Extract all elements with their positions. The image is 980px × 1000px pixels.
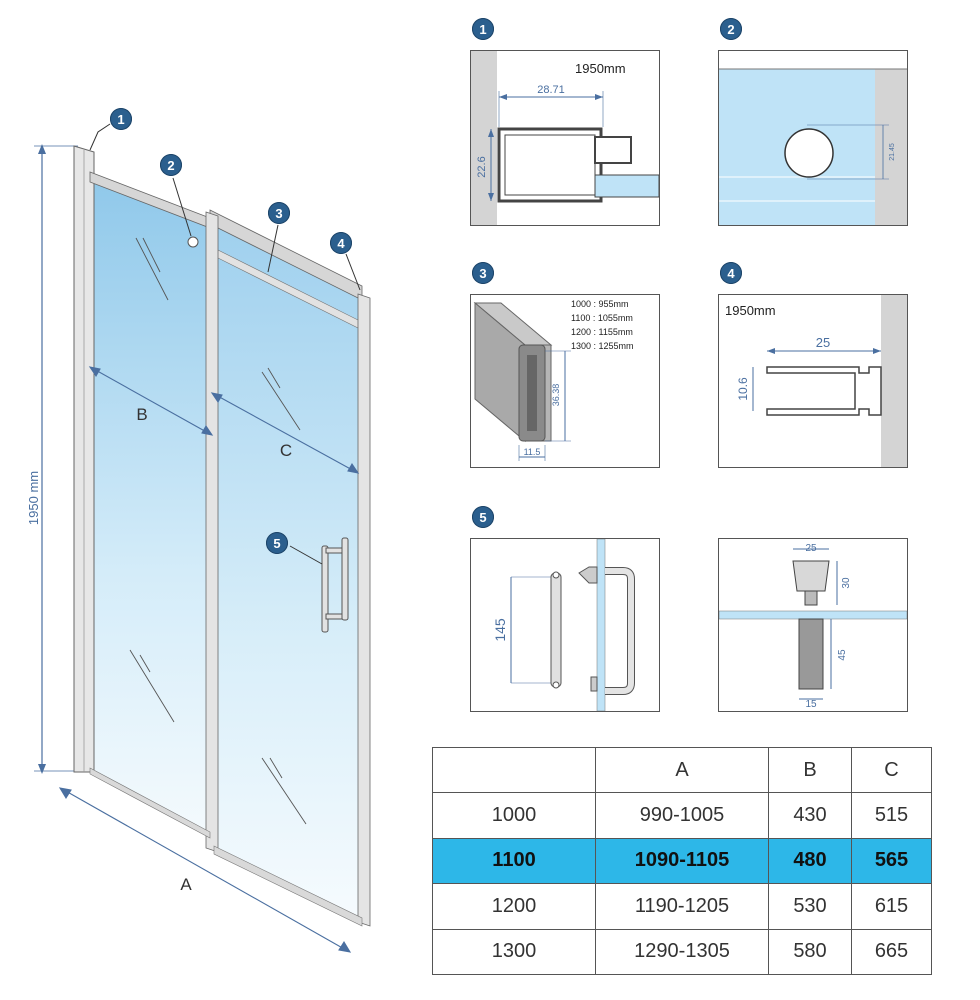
detail-5-handle-length: 145 <box>492 618 508 642</box>
detail-3-panel: 1000 : 955mm 1100 : 1055mm 1200 : 1155mm… <box>470 294 660 468</box>
badge-4-detail: 4 <box>720 262 742 284</box>
table-cell: 1200 <box>432 883 596 930</box>
table-cell: 1290-1305 <box>595 928 769 976</box>
detail-3-height: 36.38 <box>551 384 561 407</box>
a-dimension <box>58 787 352 953</box>
detail-3-row-3: 1200 : 1155mm <box>571 327 633 337</box>
table-cell: 515 <box>851 792 932 839</box>
table-row: 1300 1290-1305 580 665 <box>432 928 932 976</box>
table-cell: 990-1005 <box>595 792 769 839</box>
table-header-cell: B <box>768 746 852 794</box>
badge-2-detail: 2 <box>720 18 742 40</box>
table-cell: 1190-1205 <box>595 883 769 930</box>
badge-1-detail: 1 <box>472 18 494 40</box>
detail-4-panel: 1950mm 25 10.6 <box>718 294 908 468</box>
badge-3-main: 3 <box>268 202 290 224</box>
detail-3-row-4: 1300 : 1255mm <box>571 341 634 351</box>
label-b: B <box>136 405 147 424</box>
detail-3-row-2: 1100 : 1055mm <box>571 313 633 323</box>
detail-6-bottom-height: 45 <box>837 649 848 661</box>
roller-circle <box>784 128 834 178</box>
detail-3-row-1: 1000 : 955mm <box>571 299 629 309</box>
detail-6-top-height: 30 <box>841 577 852 589</box>
sliding-glass-panel <box>213 221 363 921</box>
detail-6-bottom-width: 15 <box>805 699 817 710</box>
table-row: 1200 1190-1205 530 615 <box>432 883 932 930</box>
detail-1-height-note: 1950mm <box>575 61 626 76</box>
door-handle <box>321 537 349 633</box>
roller-wheel <box>187 236 199 248</box>
table-cell: 615 <box>851 883 932 930</box>
table-row-highlighted: 1100 1090-1105 480 565 <box>432 837 932 885</box>
detail-2-panel: 21.45 <box>718 50 908 226</box>
table-cell: 1000 <box>432 792 596 839</box>
glass-reflections <box>129 237 307 825</box>
table-header-row: A B C <box>432 746 932 794</box>
leader-lines <box>89 123 361 565</box>
table-cell: 580 <box>768 928 852 976</box>
detail-6-top-width: 25 <box>805 543 817 554</box>
b-dimension <box>88 366 214 436</box>
table-header-cell: A <box>595 746 769 794</box>
right-profile <box>357 293 371 927</box>
badge-5-detail: 5 <box>472 506 494 528</box>
table-cell: 1100 <box>432 837 596 885</box>
label-a: A <box>180 875 192 894</box>
detail-4-height: 10.6 <box>736 377 750 401</box>
table-row: 1000 990-1005 430 515 <box>432 792 932 839</box>
badge-4-main: 4 <box>330 232 352 254</box>
table-cell: 530 <box>768 883 852 930</box>
size-table: A B C 1000 990-1005 430 515 1100 1090-11… <box>432 746 932 976</box>
badge-3-detail: 3 <box>472 262 494 284</box>
detail-2-size: 21.45 <box>889 143 896 161</box>
height-dimension <box>34 144 78 774</box>
table-cell: 1090-1105 <box>595 837 769 885</box>
table-cell: 565 <box>851 837 932 885</box>
table-cell: 480 <box>768 837 852 885</box>
detail-1-width: 28.71 <box>537 84 565 96</box>
detail-4-height-note: 1950mm <box>725 303 776 318</box>
detail-4-width: 25 <box>816 335 830 350</box>
table-header-cell: C <box>851 746 932 794</box>
height-label: 1950 mm <box>26 471 41 525</box>
middle-profile <box>205 211 219 853</box>
detail-6-panel: 25 30 45 15 <box>718 538 908 712</box>
table-cell: 1300 <box>432 928 596 976</box>
c-dimension <box>210 392 360 474</box>
detail-1-height: 22.6 <box>476 156 488 177</box>
shower-door-drawing: 1950 mm B C A <box>26 123 371 953</box>
detail-5-panel: 145 <box>470 538 660 712</box>
table-cell: 665 <box>851 928 932 976</box>
fixed-glass-panel <box>87 175 211 837</box>
detail-1-panel: 1950mm 28.71 22.6 <box>470 50 660 226</box>
badge-2-main: 2 <box>160 154 182 176</box>
badge-1-main: 1 <box>110 108 132 130</box>
table-header-cell <box>432 746 596 794</box>
badge-5-main: 5 <box>266 532 288 554</box>
label-c: C <box>280 441 292 460</box>
detail-3-width: 11.5 <box>524 447 541 457</box>
table-cell: 430 <box>768 792 852 839</box>
